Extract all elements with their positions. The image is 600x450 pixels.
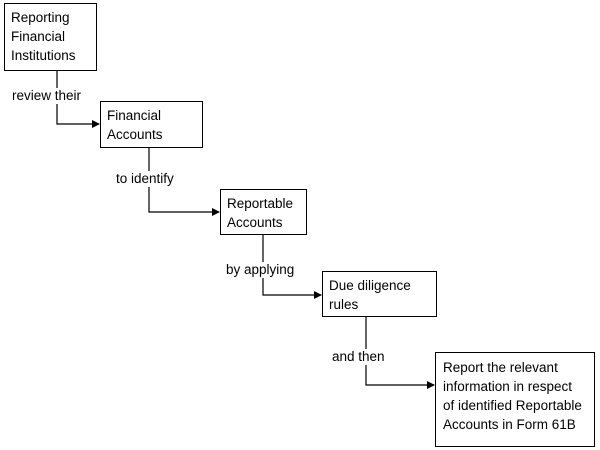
connector-label-to-identify: to identify [112,171,178,187]
connector-arrow-2 [148,148,220,216]
connector-label-by-applying: by applying [222,262,299,278]
box-reporting-financial-institutions: Reporting Financial Institutions [4,3,97,71]
connector-label-and-then: and then [328,349,389,365]
box-reportable-accounts: Reportable Accounts [220,189,307,235]
connector-arrow-4 [365,317,435,389]
box-financial-accounts: Financial Accounts [100,101,203,148]
box-due-diligence-rules: Due diligence rules [322,271,437,317]
box-report-form-61b: Report the relevant information in respe… [435,352,595,447]
connector-arrow-3 [262,235,322,299]
connector-label-review-their: review their [8,88,86,104]
